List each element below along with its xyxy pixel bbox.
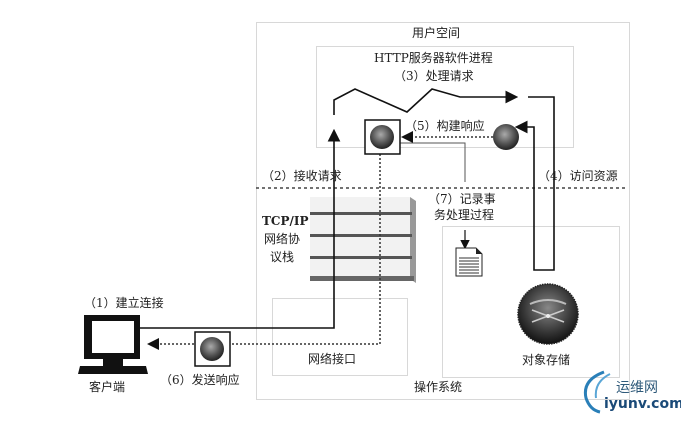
access-resource-path	[514, 96, 555, 271]
send-response-path	[147, 150, 381, 350]
tcpip-label-line1: TCP/IP	[262, 214, 309, 228]
os-inner-box	[442, 226, 620, 378]
process-zigzag	[333, 88, 519, 115]
step6-label: （6）发送响应	[160, 373, 240, 387]
step5-label: （5）构建响应	[405, 119, 485, 133]
resource-icon	[493, 124, 519, 150]
object-storage-icon	[517, 283, 579, 345]
response-icon	[370, 125, 394, 149]
client-label: 客户端	[89, 380, 126, 394]
watermark-logo-icon	[583, 370, 605, 414]
network-interface-label: 网络接口	[308, 352, 357, 366]
response-icon-wire	[200, 337, 224, 361]
tcpip-stack-icon	[310, 197, 416, 283]
user-space-box	[256, 22, 630, 400]
watermark-cn: 运维网	[616, 380, 658, 396]
tcpip-label-line3: 议栈	[270, 250, 295, 264]
operating-system-label: 操作系统	[414, 380, 463, 394]
request-path	[140, 128, 341, 329]
user-space-label: 用户空间	[412, 26, 461, 40]
watermark-en: iyunv.com	[604, 396, 681, 412]
log-document-icon	[455, 247, 483, 277]
log-path	[390, 142, 466, 182]
step1-label: （1）建立连接	[84, 296, 164, 310]
step7-label-line2: 务处理过程	[434, 208, 495, 222]
step2-label: （2）接收请求	[262, 169, 342, 183]
network-interface-box	[272, 298, 408, 376]
object-storage-label: 对象存储	[522, 353, 571, 367]
step3-label: （3）处理请求	[394, 69, 474, 83]
http-process-box	[316, 46, 574, 148]
client-computer-icon	[78, 315, 148, 374]
step7-label-line1: （7）记录事	[428, 192, 496, 206]
tcpip-label-line2: 网络协	[264, 232, 301, 246]
step4-label: （4）访问资源	[538, 169, 618, 183]
http-process-label: HTTP服务器软件进程	[374, 51, 493, 65]
